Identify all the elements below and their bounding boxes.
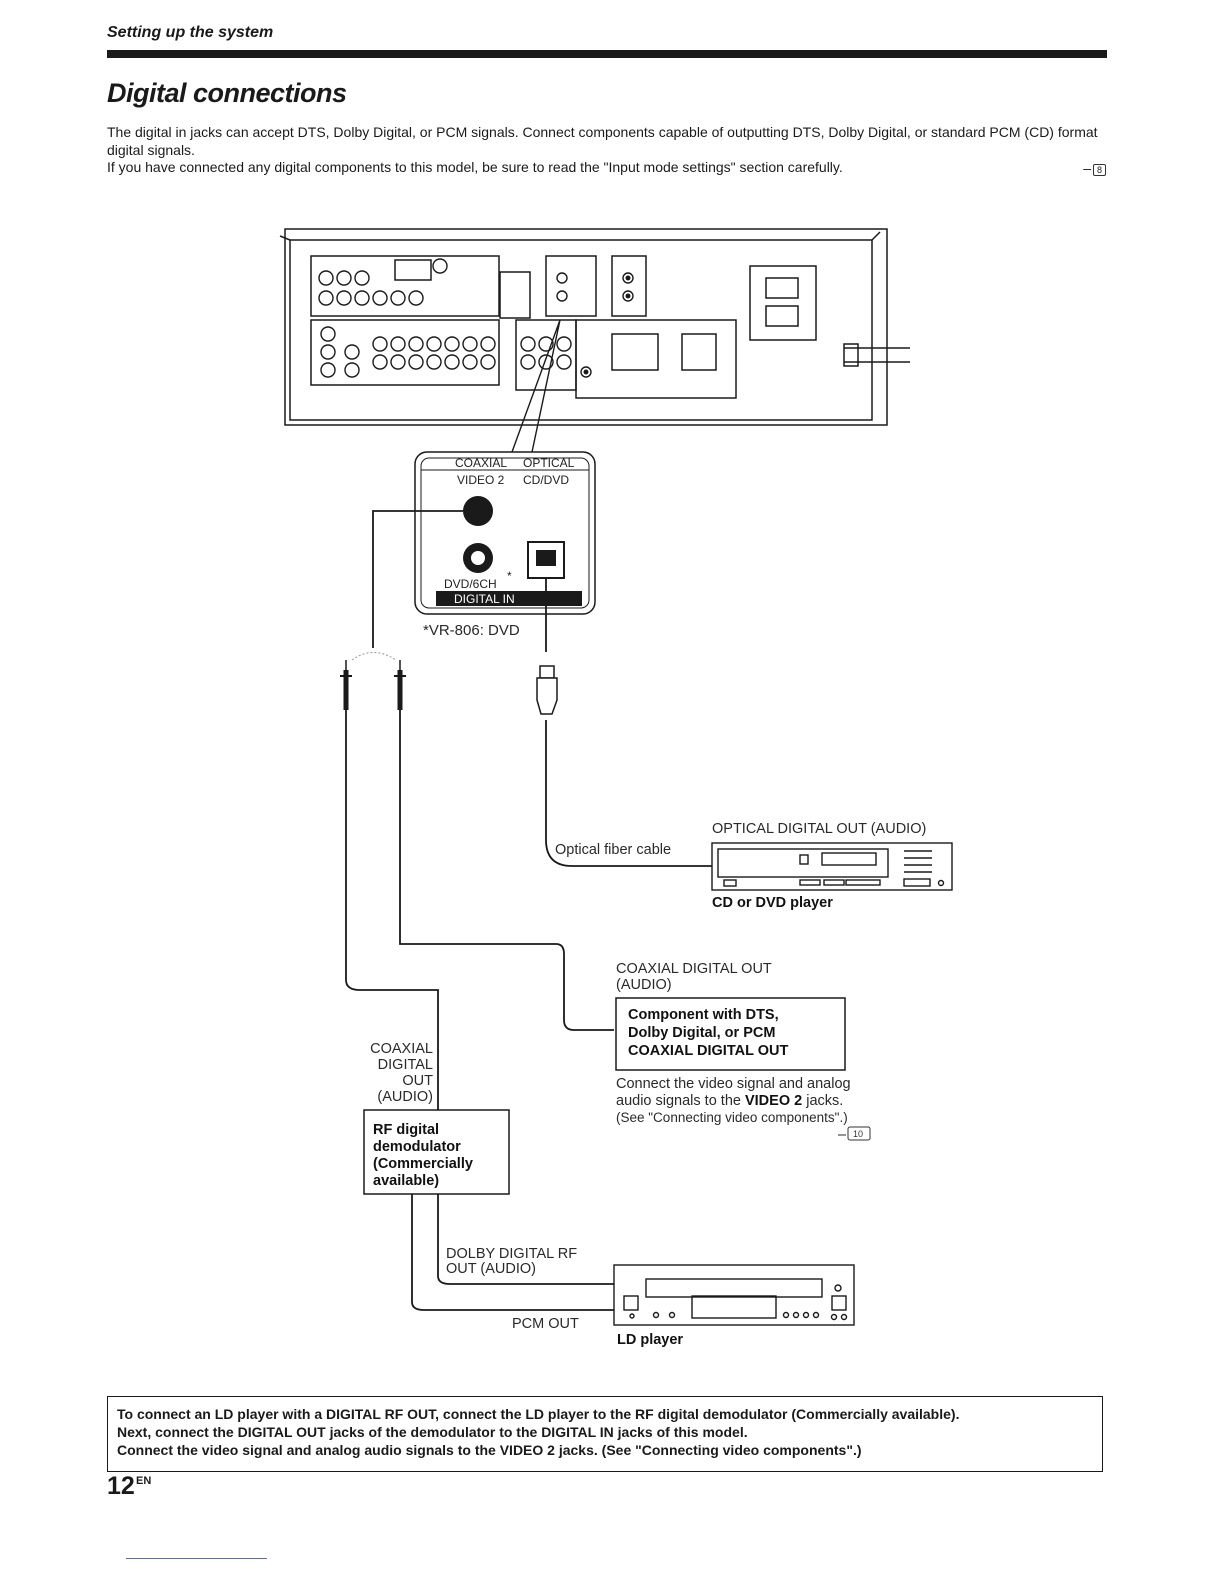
page-suffix: EN [136, 1475, 152, 1487]
pcm-out-label: PCM OUT [512, 1316, 579, 1332]
intro-line-2: If you have connected any digital compon… [107, 159, 843, 175]
cd-dvd-label: CD/DVD [523, 473, 569, 487]
dolby-rf-label-2: OUT (AUDIO) [446, 1261, 536, 1277]
demod-in-label-1: COAXIAL [370, 1041, 433, 1057]
page-reference: –8 [1083, 160, 1106, 176]
component-note-line-2: audio signals to the VIDEO 2 jacks. [616, 1093, 843, 1109]
section-title: Setting up the system [107, 24, 274, 41]
component-ref-page: 10 [853, 1129, 863, 1139]
optical-label: OPTICAL [523, 456, 575, 470]
component-ref-dash: – [838, 1127, 847, 1143]
intro-line-1: The digital in jacks can accept DTS, Dol… [107, 124, 1098, 158]
component-box-line-3: COAXIAL DIGITAL OUT [628, 1043, 788, 1059]
cd-dvd-player-icon [711, 842, 953, 891]
intro-text: The digital in jacks can accept DTS, Dol… [107, 124, 1107, 177]
demod-box-line-2: demodulator [373, 1139, 461, 1155]
component-box-line-1: Component with DTS, [628, 1007, 779, 1023]
optical-out-label: OPTICAL DIGITAL OUT (AUDIO) [712, 821, 926, 837]
receiver-rear-panel [279, 228, 910, 426]
optical-cable-label: Optical fiber cable [555, 842, 671, 858]
component-box-line-2: Dolby Digital, or PCM [628, 1025, 775, 1041]
book-ref-icon: 8 [1092, 164, 1106, 176]
demod-in-label-3: OUT [402, 1073, 433, 1089]
ld-player-label: LD player [617, 1332, 683, 1348]
note-line-3: Connect the video signal and analog audi… [117, 1442, 862, 1458]
note-line-2: Next, connect the DIGITAL OUT jacks of t… [117, 1424, 748, 1440]
video2-label: VIDEO 2 [457, 473, 505, 487]
page-number: 12 [107, 1472, 135, 1500]
coaxial-out-label-2: (AUDIO) [616, 977, 672, 993]
book-ref-icon [847, 1126, 871, 1141]
digital-in-panel: COAXIAL OPTICAL VIDEO 2 CD/DVD DVD/6CH *… [414, 451, 596, 615]
component-note-line-3: (See "Connecting video components".) [616, 1110, 848, 1125]
dolby-rf-label-1: DOLBY DIGITAL RF [446, 1246, 577, 1262]
coaxial-jack-video2 [463, 496, 493, 526]
model-footnote: *VR-806: DVD [423, 622, 520, 639]
zoom-lines [511, 319, 561, 453]
rca-plugs [340, 652, 406, 710]
ld-player-icon [613, 1264, 855, 1326]
component-box [615, 997, 846, 1071]
top-rule [107, 50, 1107, 58]
demod-box-line-1: RF digital [373, 1122, 439, 1138]
demod-in-label-4: (AUDIO) [377, 1089, 433, 1105]
optical-plug [536, 665, 558, 715]
demodulator-box [363, 1109, 510, 1195]
rca-jacks [318, 258, 634, 378]
note-line-1: To connect an LD player with a DIGITAL R… [117, 1406, 960, 1422]
component-note-line-1: Connect the video signal and analog [616, 1076, 851, 1092]
connection-diagram: COAXIAL OPTICAL VIDEO 2 CD/DVD DVD/6CH *… [279, 228, 953, 1348]
cables [345, 510, 712, 1311]
coaxial-label: COAXIAL [455, 456, 507, 470]
coaxial-out-label-1: COAXIAL DIGITAL OUT [616, 961, 772, 977]
digital-in-label: DIGITAL IN [454, 592, 515, 606]
demod-box-line-4: available) [373, 1173, 439, 1189]
dvd-6ch-label: DVD/6CH [444, 577, 497, 591]
jack-centers [583, 275, 631, 375]
note-box [107, 1396, 1103, 1472]
cd-dvd-player-label: CD or DVD player [712, 895, 833, 911]
footer-rule [126, 1558, 267, 1559]
demod-in-label-2: DIGITAL [378, 1057, 433, 1073]
asterisk-mark: * [507, 569, 512, 583]
demod-box-line-3: (Commercially [373, 1156, 473, 1172]
page-heading: Digital connections [107, 78, 347, 108]
